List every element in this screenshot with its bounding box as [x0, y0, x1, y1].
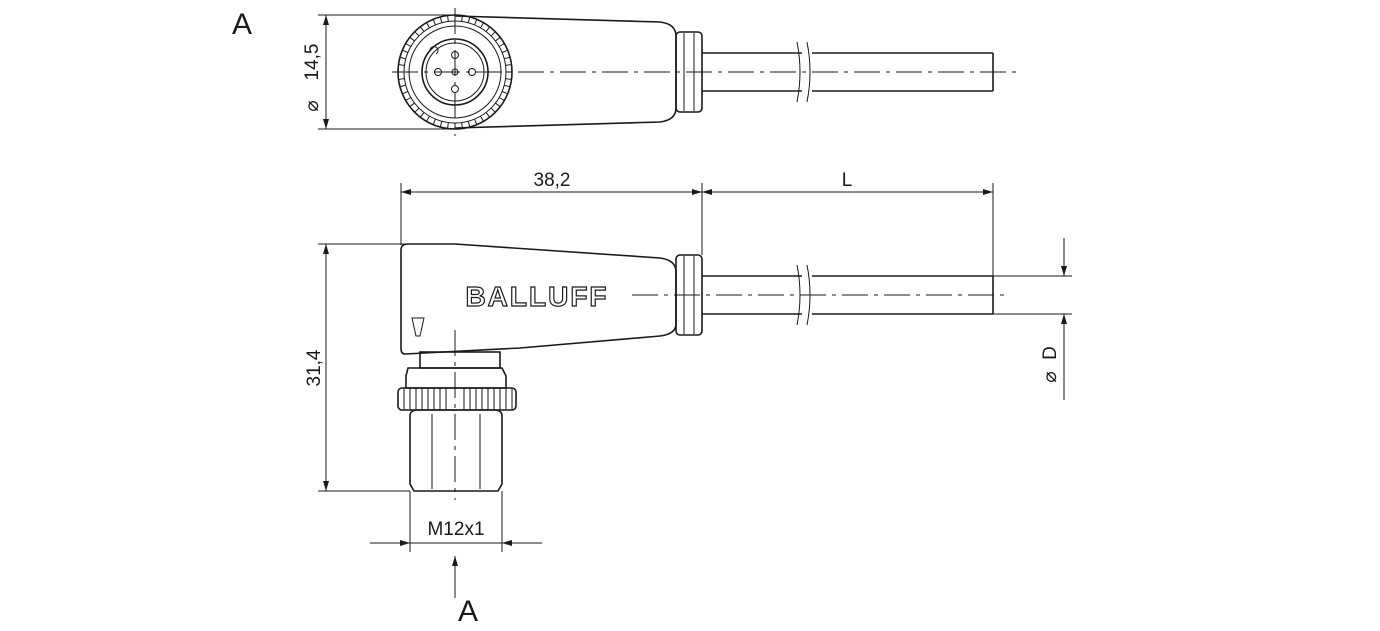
coding-key [429, 46, 439, 55]
dim-body-diameter-label: 14,5 [302, 44, 323, 81]
connector-neck [419, 351, 501, 369]
nut-hex [405, 367, 507, 389]
dim-body-diameter: ⌀ 14,5 [302, 14, 455, 130]
dim-cable-length: L [702, 170, 994, 296]
side-cable-break-left [796, 264, 801, 326]
dim-diameter-symbol: ⌀ [302, 100, 323, 111]
view-label-bottom: A [458, 595, 478, 628]
dim-body-length: 38,2 [400, 170, 703, 255]
dim-height: 31,4 [304, 243, 455, 492]
side-view: 38,2 L 31,4 BALLUFF [304, 170, 1072, 628]
thread-sleeve [409, 409, 503, 492]
dim-cable-diameter-label: D [1040, 346, 1061, 360]
dim-cable-length-label: L [842, 170, 853, 191]
knurl-lines [403, 388, 513, 410]
dim-body-length-label: 38,2 [534, 170, 571, 191]
view-label-top: A [232, 8, 252, 41]
dim-diameter-symbol-d: ⌀ [1040, 371, 1061, 382]
pin-3 [451, 85, 459, 93]
dim-cable-diameter: ⌀ D [993, 238, 1072, 400]
dim-height-label: 31,4 [304, 349, 325, 386]
dim-thread: M12x1 [370, 491, 542, 552]
top-cable-break-left [796, 41, 801, 103]
balluff-logo: BALLUFF [465, 281, 608, 312]
led-indicator [411, 317, 425, 337]
dim-thread-label: M12x1 [427, 519, 484, 540]
top-view: A ⌀ 14,5 [232, 8, 1018, 136]
top-cable-break-right [806, 41, 811, 103]
